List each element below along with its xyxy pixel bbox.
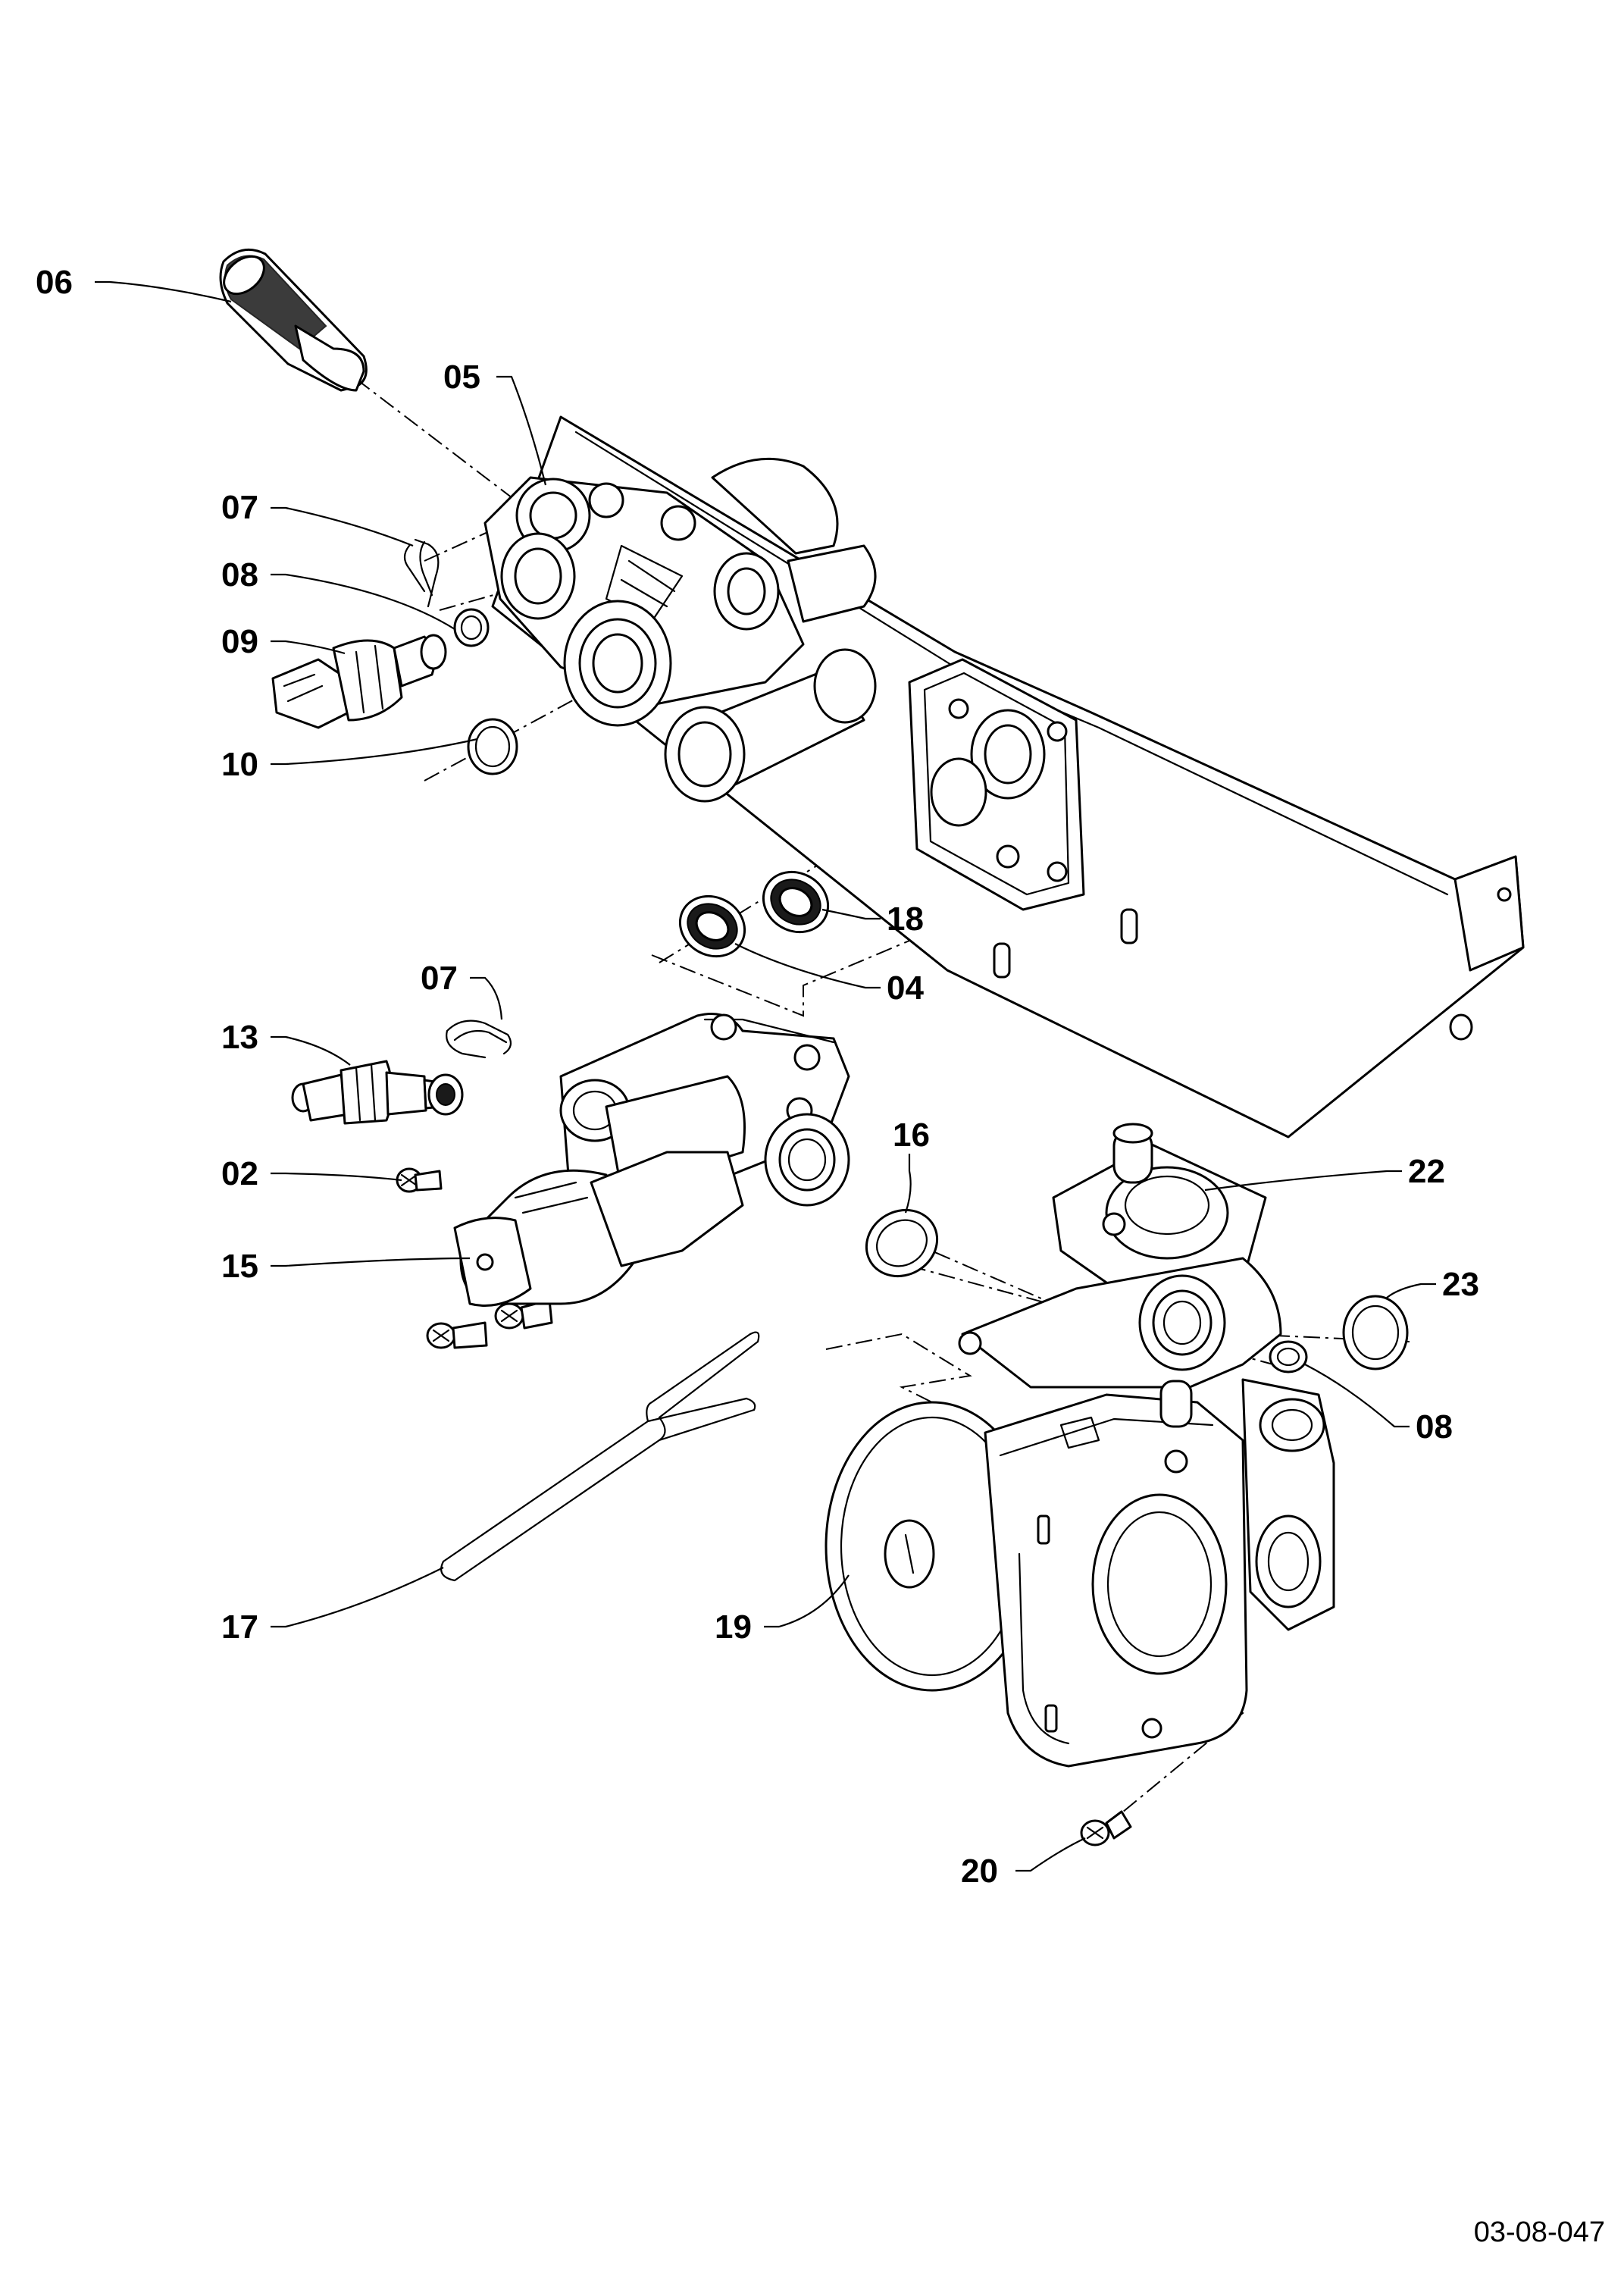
flat-gasket-16-part — [865, 1208, 939, 1278]
leader-lines — [95, 280, 1436, 1872]
seal-04-part — [678, 894, 746, 958]
o-ring-upper-part — [453, 608, 490, 647]
callout-labels: 06 05 07 08 09 10 18 04 07 13 02 15 16 2… — [36, 264, 1479, 1890]
callout-02: 02 — [221, 1155, 258, 1192]
fork-clip-part — [440, 1331, 760, 1582]
callout-09: 09 — [221, 623, 258, 660]
diverter-valve-body-part — [453, 1013, 850, 1307]
callout-20: 20 — [961, 1853, 998, 1890]
pressure-sensor-part — [271, 634, 447, 729]
retaining-clip-upper-part — [403, 538, 440, 608]
callout-08-upper: 08 — [221, 556, 258, 594]
o-ring-lower-part — [1269, 1340, 1308, 1373]
callout-22: 22 — [1408, 1153, 1445, 1190]
callout-04: 04 — [887, 969, 924, 1007]
document-code: 03-08-047 — [1474, 2216, 1605, 2248]
filter-screen-part — [219, 248, 368, 392]
screw-02-part — [396, 1167, 443, 1193]
seal-18-part — [762, 870, 830, 934]
callout-18: 18 — [887, 901, 924, 938]
callout-07-upper: 07 — [221, 489, 258, 526]
hydraulic-manifold-part — [483, 415, 1525, 1139]
retaining-clip-lower-part — [446, 1020, 512, 1059]
callout-13: 13 — [221, 1019, 258, 1056]
cartridge-valve-part — [291, 1060, 464, 1125]
screw-lower-part-a — [426, 1321, 488, 1349]
flat-gasket-23-part — [1342, 1295, 1409, 1370]
callout-05: 05 — [443, 359, 480, 396]
callout-19: 19 — [715, 1608, 752, 1646]
washer-upper-part — [467, 718, 518, 775]
callout-17: 17 — [221, 1608, 258, 1646]
callout-06: 06 — [36, 264, 73, 301]
callout-23: 23 — [1442, 1266, 1479, 1303]
callout-15: 15 — [221, 1248, 258, 1285]
screw-lower-part-b — [494, 1298, 553, 1330]
callout-08-lower: 08 — [1416, 1408, 1453, 1446]
screw-20-part — [1080, 1810, 1132, 1846]
callout-07-lower: 07 — [421, 960, 458, 997]
circulator-pump-19-part — [825, 1257, 1335, 1768]
callout-10: 10 — [221, 746, 258, 783]
callout-16: 16 — [893, 1117, 930, 1154]
